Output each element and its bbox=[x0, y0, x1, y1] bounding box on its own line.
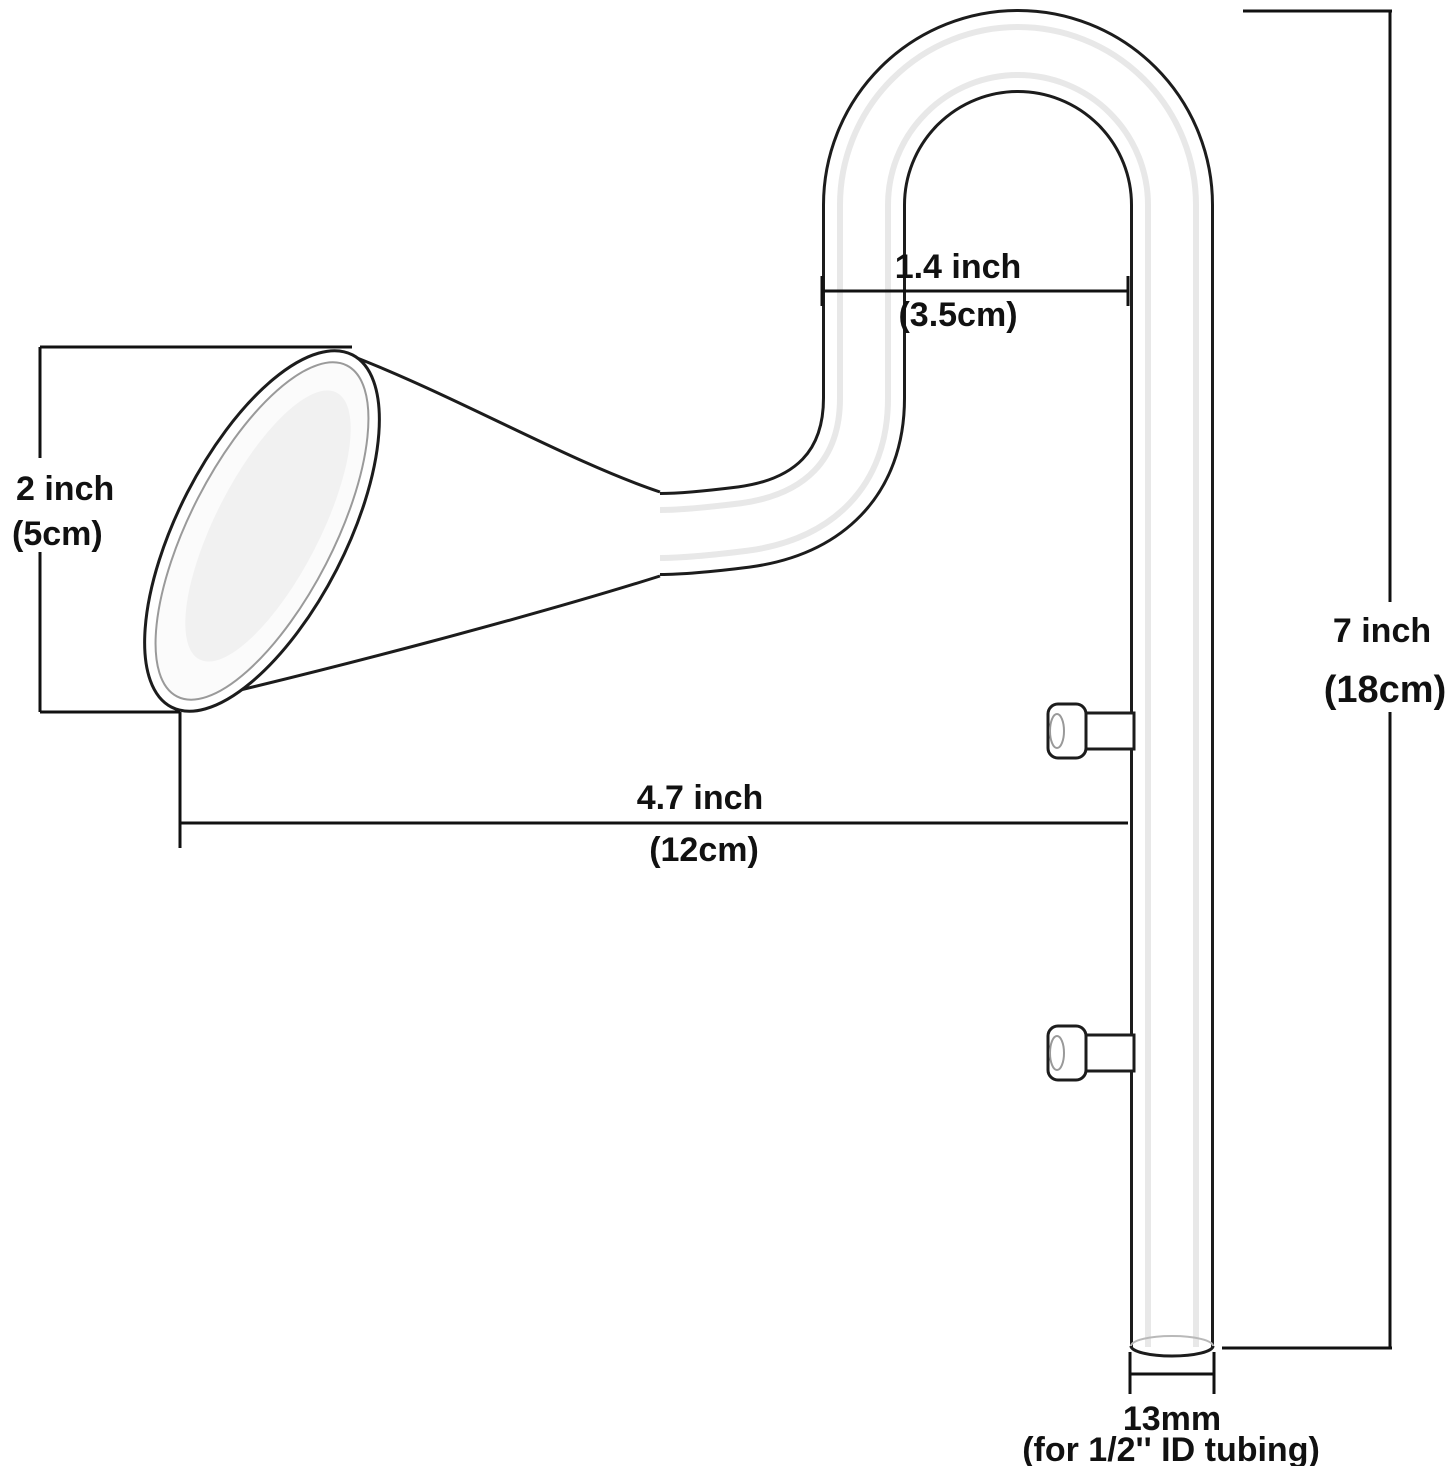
peg-stem bbox=[1078, 1033, 1136, 1073]
tube-opening-outer-edge bbox=[1129, 1345, 1215, 1358]
dim-top-width-label-metric: (3.5cm) bbox=[898, 296, 1017, 334]
pipe-tube-body bbox=[659, 12, 1211, 1347]
peg-stem bbox=[1078, 711, 1136, 751]
dim-reach-label-metric: (12cm) bbox=[649, 831, 759, 869]
dim-reach: 4.7 inch (12cm) bbox=[178, 712, 1128, 869]
mounting-pegs bbox=[1046, 702, 1136, 1082]
pipe-tube-highlight bbox=[659, 30, 1193, 1347]
mouth-bowl-top-edge bbox=[351, 354, 661, 494]
glass-pipe bbox=[143, 9, 1215, 1358]
dim-tube-diameter: 13mm (for 1/2'' ID tubing) bbox=[1022, 1352, 1320, 1466]
dim-pipe-height: 7 inch (18cm) bbox=[1222, 9, 1445, 1350]
dim-reach-label: 4.7 inch bbox=[637, 779, 764, 817]
mouth-interior-shade bbox=[185, 390, 351, 662]
pipe-tube-reflection bbox=[659, 24, 1199, 1347]
dim-mouth-height-label-metric: (5cm) bbox=[12, 515, 103, 553]
dimension-annotations: 1.4 inch (3.5cm) 2 inch (5cm) 4.7 inch (… bbox=[12, 9, 1445, 1466]
peg-cap-face bbox=[1049, 1035, 1065, 1071]
dim-top-width: 1.4 inch (3.5cm) bbox=[820, 248, 1130, 334]
mounting-peg-lower bbox=[1046, 1024, 1136, 1082]
dim-mouth-height: 2 inch (5cm) bbox=[12, 345, 352, 714]
pipe-tube-outline bbox=[659, 9, 1214, 1347]
tube-opening-inner-edge bbox=[1130, 1335, 1214, 1347]
dim-pipe-height-label: 7 inch bbox=[1333, 612, 1431, 650]
lily-mouth bbox=[143, 349, 661, 713]
dim-top-width-label: 1.4 inch bbox=[895, 248, 1022, 286]
dim-mouth-height-label: 2 inch bbox=[16, 470, 114, 508]
dim-tube-diameter-label: 13mm bbox=[1123, 1400, 1221, 1438]
peg-cap-face bbox=[1049, 713, 1065, 749]
mounting-peg-upper bbox=[1046, 702, 1136, 760]
dim-pipe-height-label-metric: (18cm) bbox=[1324, 669, 1445, 711]
dim-tube-diameter-label-note: (for 1/2'' ID tubing) bbox=[1022, 1431, 1320, 1466]
